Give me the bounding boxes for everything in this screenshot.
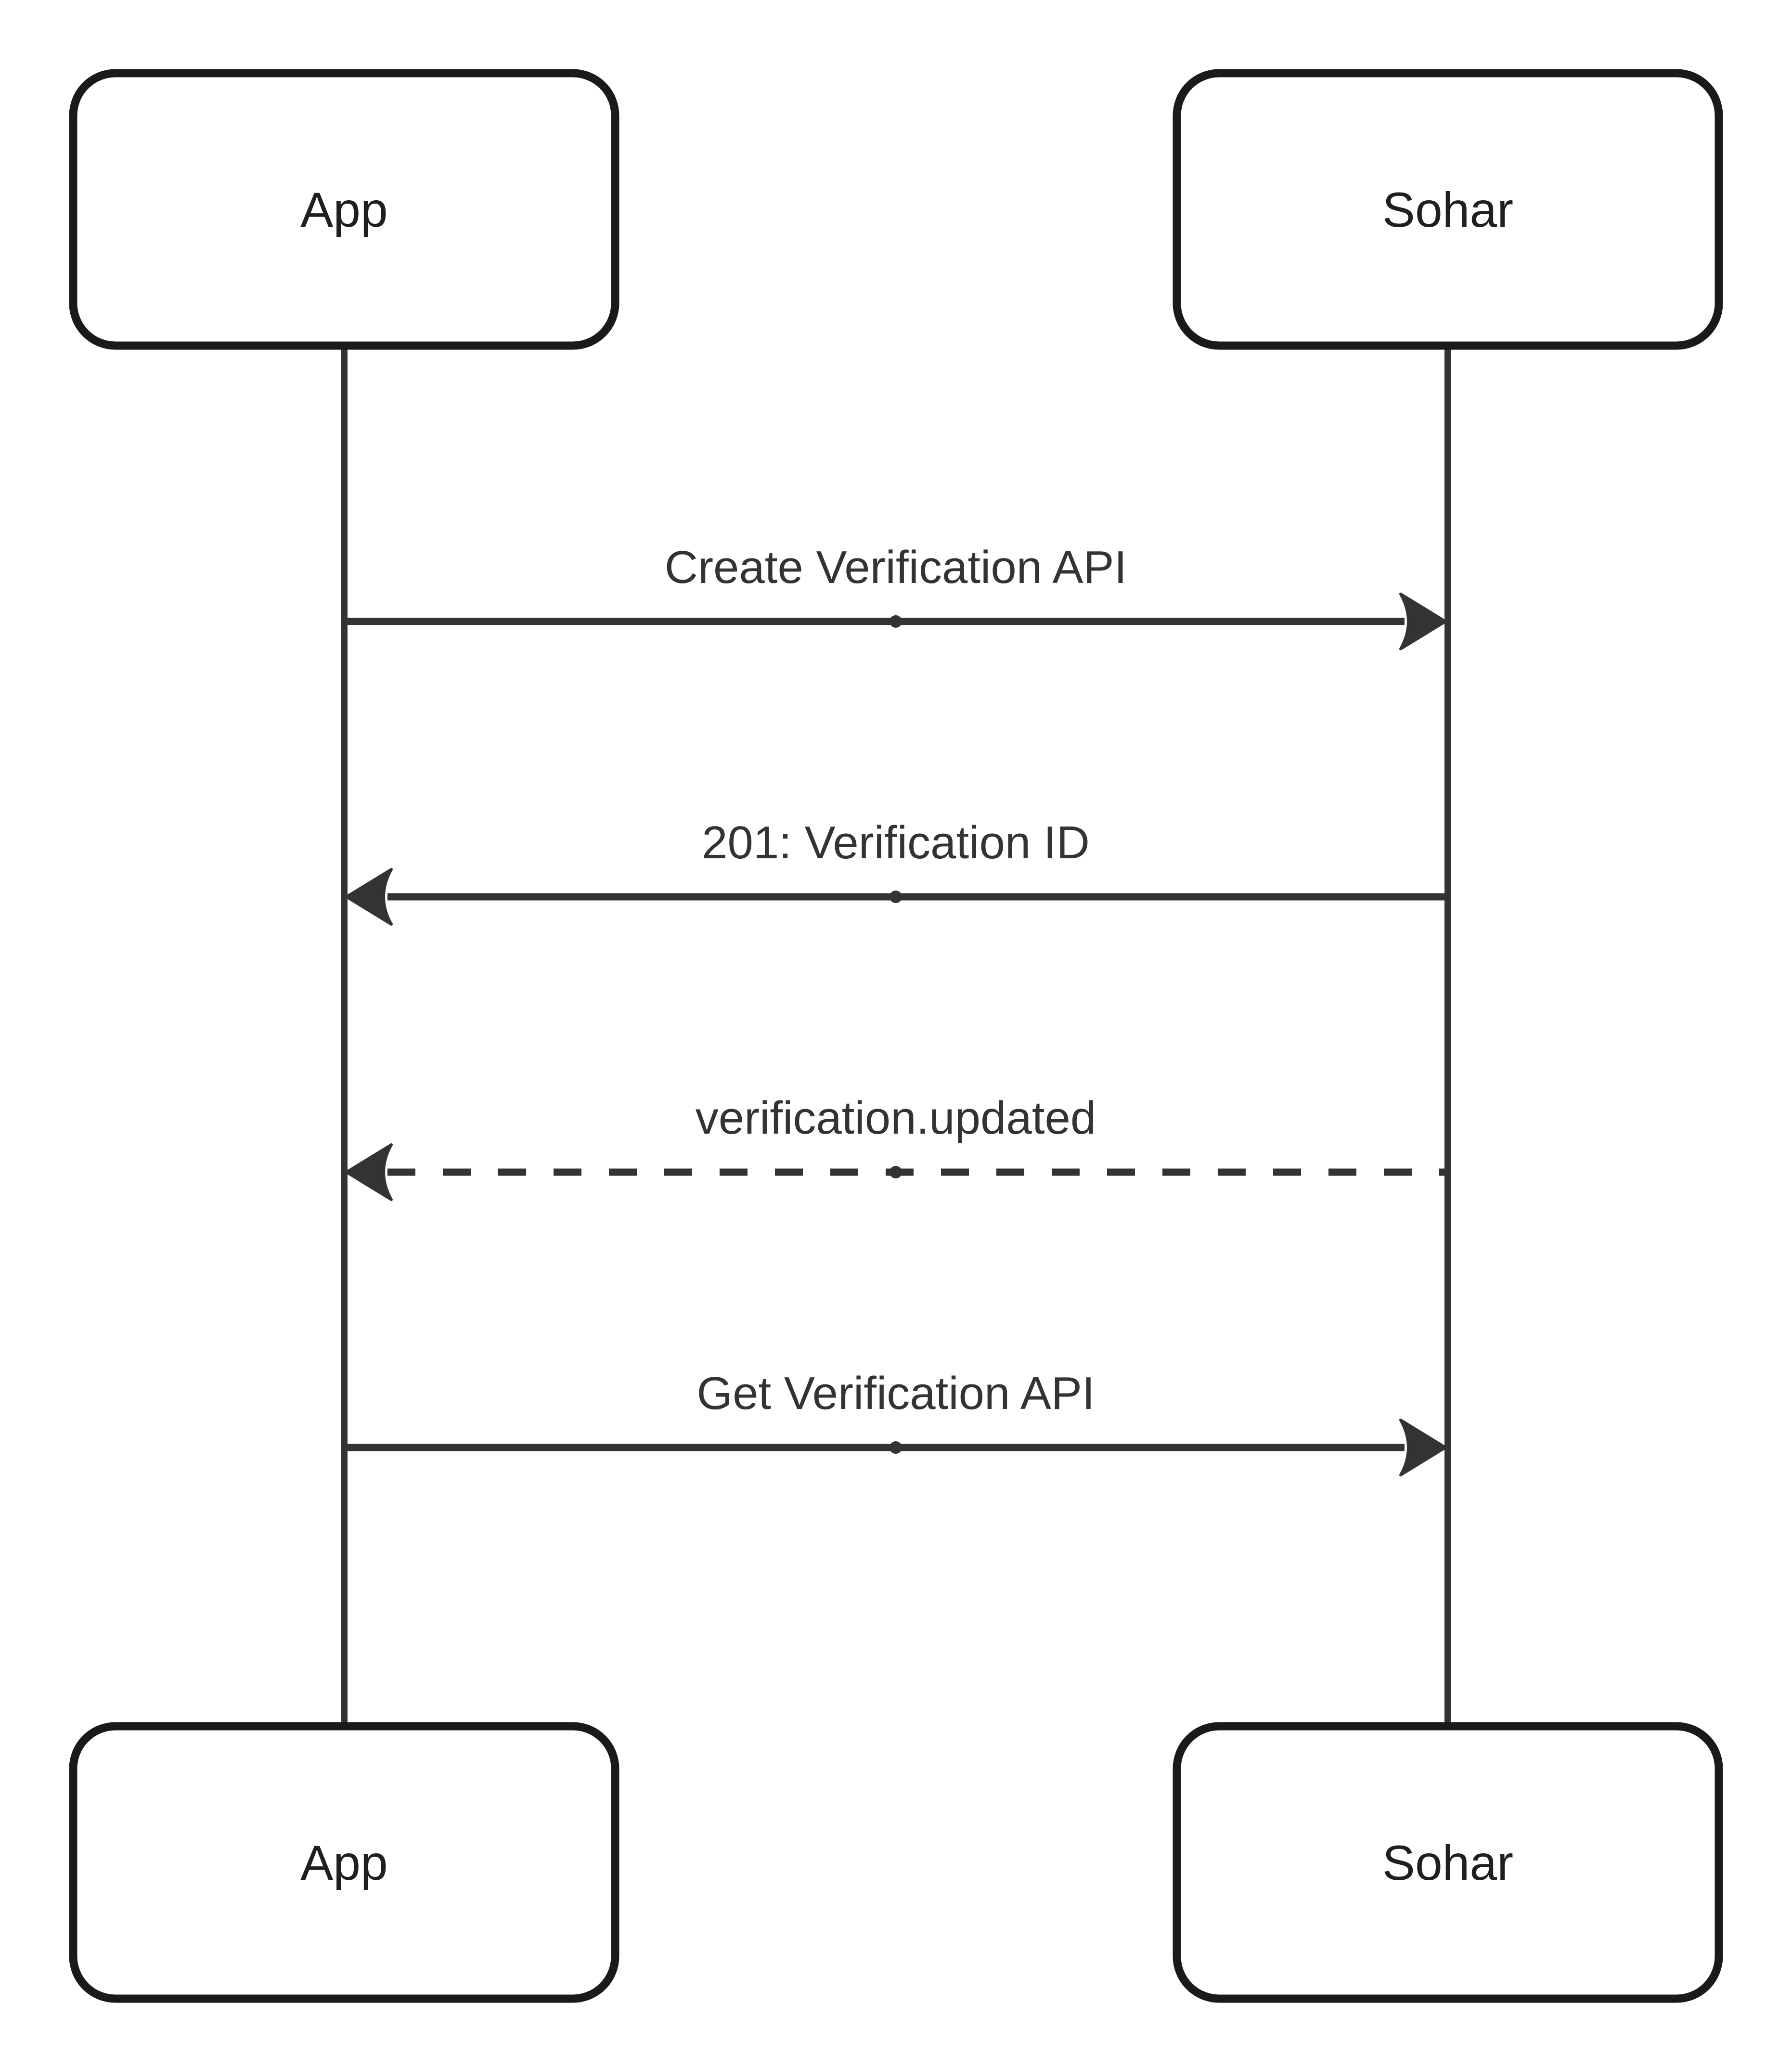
actor-top-app: App xyxy=(69,69,619,350)
arrowhead-right-icon xyxy=(1399,1419,1447,1476)
actor-top-sohar: Sohar xyxy=(1173,69,1723,350)
lifelines xyxy=(341,346,1451,1728)
message-label: 201: Verification ID xyxy=(702,817,1090,868)
message-create-verification: Create Verification API xyxy=(344,542,1447,650)
arrowhead-right-icon xyxy=(1399,593,1447,650)
actor-box-sohar-top xyxy=(1173,69,1723,350)
message-label: Create Verification API xyxy=(665,542,1127,593)
message-midpoint-dot xyxy=(890,1441,902,1454)
actor-label-sohar-bottom: Sohar xyxy=(1382,1835,1513,1890)
message-get-verification: Get Verification API xyxy=(344,1368,1447,1476)
actor-label-sohar-top: Sohar xyxy=(1382,182,1513,237)
actor-bottom-sohar: Sohar xyxy=(1173,1722,1723,2003)
message-label: verification.updated xyxy=(696,1092,1096,1144)
actor-label-app-bottom: App xyxy=(300,1835,388,1890)
actor-label-app-top: App xyxy=(300,182,388,237)
message-midpoint-dot xyxy=(890,615,902,628)
actor-box-app-top xyxy=(69,69,619,350)
message-midpoint-dot xyxy=(890,1166,902,1178)
arrowhead-left-icon xyxy=(345,868,393,926)
arrowhead-left-icon xyxy=(345,1143,393,1201)
message-verification-updated: verification.updated xyxy=(345,1092,1448,1201)
actor-bottom-app: App xyxy=(69,1722,619,2003)
message-label: Get Verification API xyxy=(696,1368,1095,1419)
actor-box-app-bottom xyxy=(69,1722,619,2003)
actor-box-sohar-bottom xyxy=(1173,1722,1723,2003)
message-midpoint-dot xyxy=(890,891,902,903)
message-verification-id: 201: Verification ID xyxy=(345,817,1448,926)
